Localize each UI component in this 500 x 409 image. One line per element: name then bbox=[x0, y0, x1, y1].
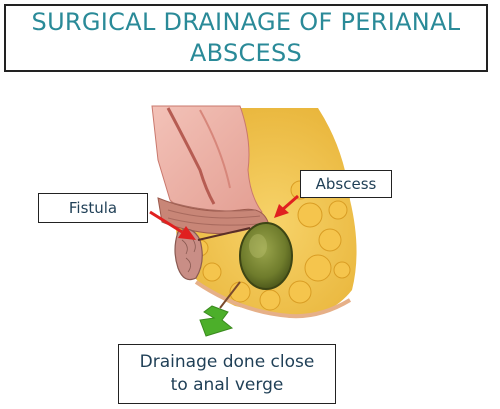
fistula-label: Fistula bbox=[38, 193, 148, 223]
fistula-arrow bbox=[149, 210, 196, 240]
drainage-label-line1: Drainage done close bbox=[139, 352, 315, 372]
page-title: SURGICAL DRAINAGE OF PERIANAL ABSCESS bbox=[31, 8, 461, 67]
rectal-lumen bbox=[166, 107, 216, 205]
abscess-cavity bbox=[239, 222, 293, 290]
drainage-label-line2: to anal verge bbox=[170, 375, 284, 395]
fistula-tract bbox=[197, 227, 251, 241]
drainage-arrow bbox=[199, 281, 241, 337]
drainage-label: Drainage done close to anal verge bbox=[118, 344, 336, 404]
abscess-label: Abscess bbox=[300, 170, 392, 198]
abscess-label-text: Abscess bbox=[315, 175, 377, 193]
abscess-highlight bbox=[249, 234, 267, 258]
mucosa-fold bbox=[199, 109, 231, 189]
title-box: SURGICAL DRAINAGE OF PERIANAL ABSCESS bbox=[4, 4, 488, 72]
muscle-fibers bbox=[167, 201, 261, 226]
skin-edge bbox=[194, 280, 352, 319]
abscess-arrow bbox=[274, 194, 299, 218]
fistula-label-text: Fistula bbox=[68, 199, 118, 217]
anal-verge bbox=[174, 228, 203, 281]
